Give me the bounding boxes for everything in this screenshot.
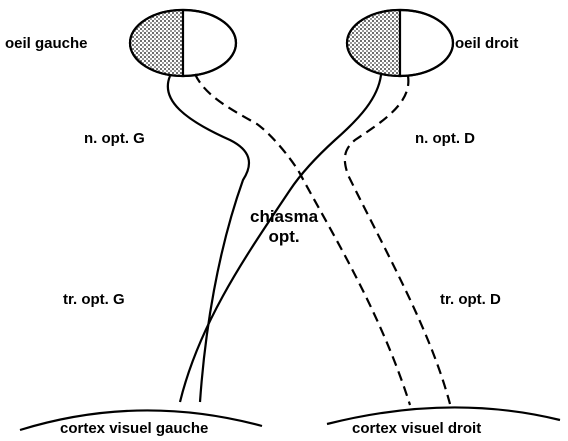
label-right-optic-nerve: n. opt. D [415, 130, 475, 147]
left-eye-retina-shading [128, 8, 183, 80]
label-left-optic-tract: tr. opt. G [63, 291, 125, 308]
right-eye [345, 8, 453, 80]
label-optic-chiasm: chiasma opt. [250, 207, 318, 247]
label-chiasma-line1: chiasma [250, 207, 318, 227]
label-right-visual-cortex: cortex visuel droit [352, 420, 481, 437]
right-pathway-outer-line [345, 76, 450, 404]
label-right-optic-tract: tr. opt. D [440, 291, 501, 308]
left-eye [128, 8, 236, 80]
label-left-visual-cortex: cortex visuel gauche [60, 420, 208, 437]
label-left-optic-nerve: n. opt. G [84, 130, 145, 147]
label-chiasma-line2: opt. [250, 227, 318, 247]
label-left-eye: oeil gauche [5, 35, 88, 52]
left-pathway-outer-line [168, 76, 249, 402]
right-eye-retina-shading [345, 8, 400, 80]
label-right-eye: oeil droit [455, 35, 518, 52]
